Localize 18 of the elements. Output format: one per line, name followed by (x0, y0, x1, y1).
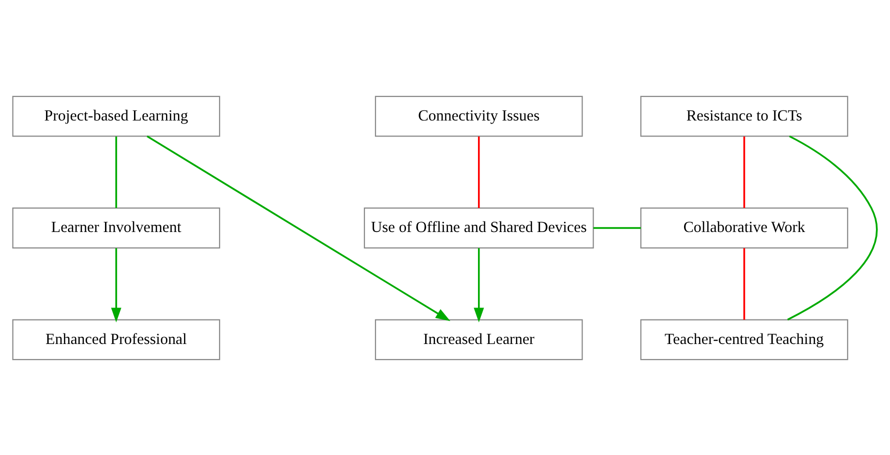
arrow (111, 248, 122, 322)
connector (743, 136, 746, 208)
node-box: Use of Offline and Shared Devices (364, 207, 594, 248)
connector (787, 134, 878, 320)
node-box: Learner Involvement (12, 207, 220, 248)
arrow (474, 248, 484, 322)
node-box: Resistance to ICTs (640, 95, 848, 136)
connector (115, 136, 118, 208)
node-box: Increased Learner (374, 318, 583, 360)
node-box: Connectivity Issues (374, 95, 583, 136)
node-box: Collaborative Work (640, 207, 848, 248)
node-box: Teacher-centred Teaching (640, 318, 848, 360)
connector (743, 248, 746, 320)
arrow (146, 135, 450, 321)
node-box: Enhanced Professional (12, 318, 220, 360)
node-box: Project-based Learning (12, 95, 220, 136)
connector (593, 226, 641, 228)
connector (478, 136, 480, 208)
